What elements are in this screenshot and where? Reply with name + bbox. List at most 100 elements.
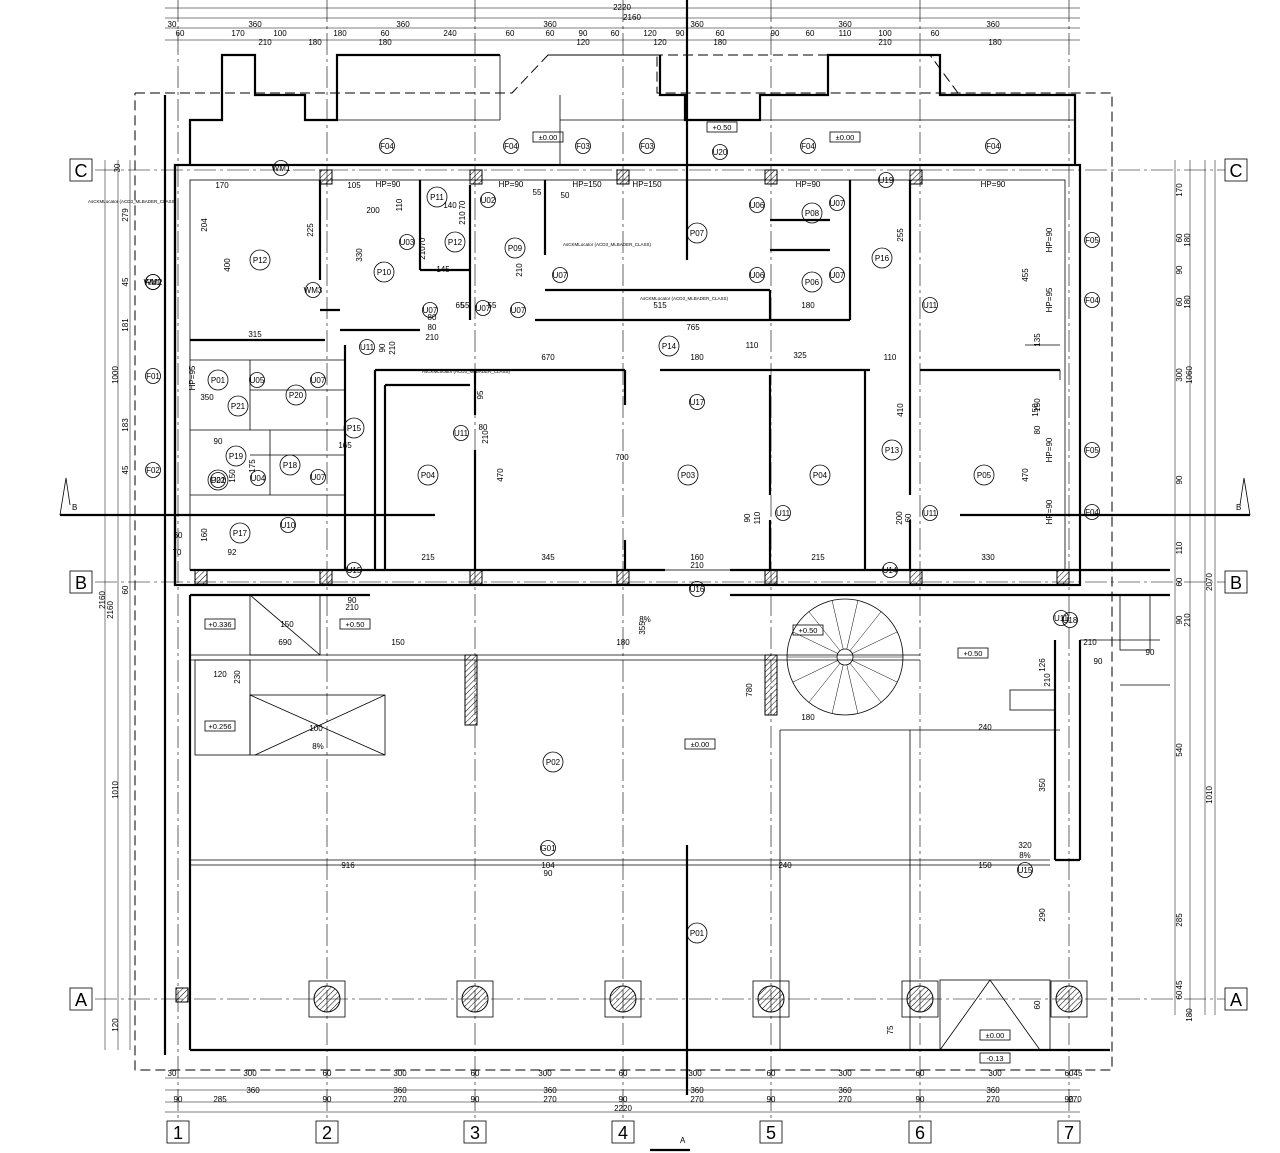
dim-inner: 255	[896, 228, 905, 242]
dim-bottom-row3: 285	[213, 1095, 227, 1104]
room-tag-circle	[207, 369, 229, 391]
room-tag: P21	[231, 402, 246, 411]
window-tag-circle	[145, 462, 161, 478]
dim-right: 135	[1033, 333, 1042, 347]
dim-inner: 80	[428, 323, 437, 332]
stair-tread	[849, 663, 882, 703]
window-tag: F05	[1085, 446, 1099, 455]
dim-top-row1: 360	[248, 20, 262, 29]
dim-inner: 104	[541, 861, 555, 870]
dim-top-row2: 60	[806, 29, 815, 38]
dim-inner: 345	[541, 553, 555, 562]
room-tag: P06	[805, 278, 820, 287]
level-box	[204, 618, 236, 630]
room-tag: P04	[813, 471, 828, 480]
window-tag-circle	[1084, 504, 1100, 520]
door-tag: U02	[481, 196, 496, 205]
window-tag-circle	[575, 138, 591, 154]
door-tag: U15	[1018, 866, 1033, 875]
dim-left: 1010	[111, 781, 120, 799]
dim-bottom-row1: 300	[988, 1069, 1002, 1078]
dim-inner: 90	[1146, 648, 1155, 657]
window-tag: F04	[986, 142, 1000, 151]
door-tag-circle	[422, 302, 438, 318]
dim-inner: 165	[338, 441, 352, 450]
round-column	[609, 985, 637, 1013]
dim-inner: 60	[904, 513, 913, 522]
dim-top-row2: 60	[381, 29, 390, 38]
room-tag: P13	[885, 446, 900, 455]
dim-top-row2: 60	[611, 29, 620, 38]
door-tag: U10	[281, 521, 296, 530]
door-tag: U06	[750, 201, 765, 210]
dim-right: 90	[1175, 265, 1184, 274]
dim-left: 45	[121, 277, 130, 286]
dim-top-row2: 240	[443, 29, 457, 38]
window-tag-circle	[639, 138, 655, 154]
dim-top-row3: 120	[576, 38, 590, 47]
dim-top-row2: 120	[643, 29, 657, 38]
door-tag-circle	[689, 581, 705, 597]
dim-bottom-row4: 90	[916, 1095, 925, 1104]
room-tag-circle	[677, 464, 699, 486]
room-tag: P14	[662, 342, 677, 351]
room-tag: P11	[430, 193, 444, 202]
dim-inner: 455	[1021, 268, 1030, 282]
door-tag-circle	[346, 562, 362, 578]
level-box	[829, 131, 861, 143]
dim-inner: 400	[223, 258, 232, 272]
dim-right: 60	[1175, 990, 1184, 999]
door-tag: U05	[250, 376, 265, 385]
round-column	[757, 985, 785, 1013]
room-tag: P04	[421, 471, 436, 480]
dim-inner: 110	[395, 198, 404, 211]
stair-tread	[831, 600, 844, 650]
room-tag: P07	[690, 229, 705, 238]
room-tag-circle	[801, 271, 823, 293]
dim-right: 180	[1183, 295, 1192, 309]
exterior-walls	[163, 53, 1170, 1055]
dim-inner: 330	[981, 553, 995, 562]
room-tag: P12	[253, 256, 268, 265]
dim-right: 126	[1038, 658, 1047, 672]
level-box	[957, 647, 989, 659]
dim-top-row2: 100	[273, 29, 287, 38]
door-tag: U07	[476, 304, 491, 313]
dim-top-row2: 60	[506, 29, 515, 38]
dim-inner: 916	[341, 861, 355, 870]
axis-label-5: 5	[759, 1120, 783, 1144]
dim-left: 2160	[98, 591, 107, 609]
door-tag-circle	[210, 472, 226, 488]
level-mark: +0.50	[964, 649, 983, 658]
dim-inner: 150	[391, 638, 405, 647]
door-tag-circle	[1053, 610, 1069, 626]
dim-left: 279	[121, 208, 130, 222]
window-tag-circle	[1084, 442, 1100, 458]
stair-tread	[852, 660, 898, 683]
dim-inner: 410	[896, 403, 905, 417]
room-tag: P09	[508, 244, 523, 253]
door-tag: U07	[511, 306, 526, 315]
dim-inner: 210	[458, 211, 467, 225]
door-tag: U07	[311, 376, 326, 385]
svg-text:3: 3	[470, 1123, 480, 1143]
dim-inner: 140	[443, 201, 457, 210]
dim-inner: 320	[1018, 841, 1032, 850]
dim-bottom-row1: 300	[838, 1069, 852, 1078]
level-mark: +0.256	[208, 722, 231, 731]
door-tag: U11	[360, 343, 375, 352]
room-tag-circle	[426, 186, 448, 208]
spiral-staircase	[786, 598, 904, 716]
dim-bottom-row2: 360	[246, 1086, 260, 1095]
dim-inner: 60	[174, 531, 183, 540]
dim-right: 45	[1175, 980, 1184, 989]
dim-bottom-row1: 45	[1074, 1069, 1083, 1078]
dim-bottom-row3: 270	[1068, 1095, 1082, 1104]
door-tag: U17	[690, 398, 705, 407]
dim-bottom-row1: 60	[471, 1069, 480, 1078]
dim-bottom-row4: 90	[1065, 1095, 1074, 1104]
annotation-2: AsCKMLocator (ACD3_MLBADER_CLASS)	[563, 242, 652, 247]
column-base	[1050, 980, 1088, 1018]
door-tag: U04	[251, 474, 266, 483]
dim-inner: 120	[213, 670, 227, 679]
